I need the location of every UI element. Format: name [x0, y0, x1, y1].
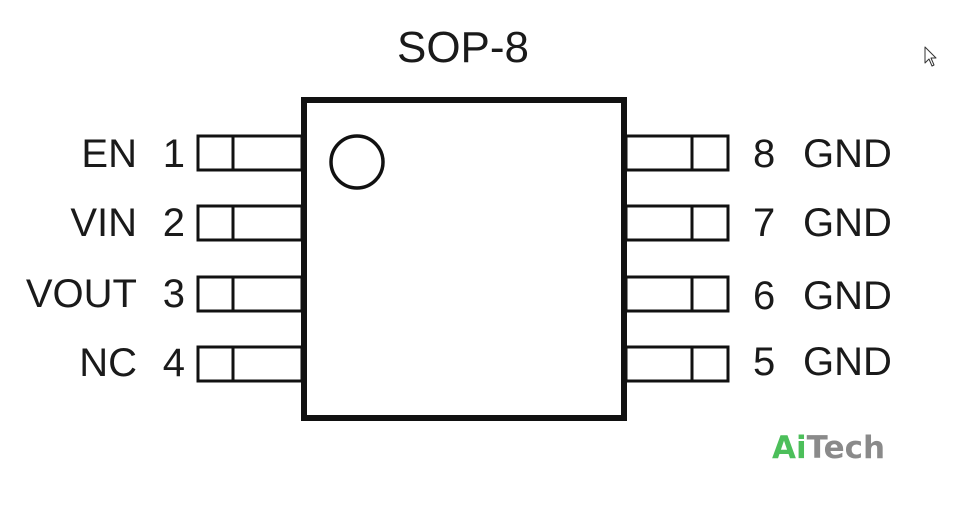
pin-5: 5 GND: [624, 340, 892, 384]
pin-name: GND: [803, 340, 892, 384]
pin-name: VOUT: [26, 272, 137, 316]
pin-number: 8: [753, 132, 775, 176]
pin-2: 2 VIN: [70, 201, 304, 245]
brand-logo: AiTech: [772, 430, 885, 466]
pin-lead: [196, 204, 304, 242]
pin-name: VIN: [70, 201, 137, 245]
package-body: [301, 97, 627, 421]
pin-lead: [624, 275, 730, 313]
brand-logo-part1: Ai: [772, 430, 807, 466]
pin-number: 3: [163, 272, 185, 316]
pin-lead: [624, 204, 730, 242]
pin-7: 7 GND: [624, 201, 892, 245]
pin-8: 8 GND: [624, 132, 892, 176]
pin-4: 4 NC: [79, 341, 304, 385]
pin-6: 6 GND: [624, 274, 892, 318]
left-pins: 1 EN 2 VIN 3 VOUT 4 NC: [26, 132, 304, 385]
pin-name: GND: [803, 274, 892, 318]
pin-name: NC: [79, 341, 137, 385]
right-pins: 8 GND 7 GND 6 GND 5 GND: [624, 132, 892, 384]
pin-lead: [196, 134, 304, 172]
pin-1: 1 EN: [81, 132, 304, 176]
mouse-pointer-icon: [924, 46, 937, 67]
pin-number: 5: [753, 340, 775, 384]
pin-number: 1: [163, 132, 185, 176]
pin-name: GND: [803, 132, 892, 176]
pin-number: 6: [753, 274, 775, 318]
pin1-marker-icon: [329, 134, 385, 190]
pin-name: GND: [803, 201, 892, 245]
pin-number: 4: [163, 341, 185, 385]
brand-logo-part2: Tech: [807, 430, 886, 466]
diagram-title: SOP-8: [397, 23, 529, 72]
pin-name: EN: [81, 132, 137, 176]
pin-3: 3 VOUT: [26, 272, 304, 316]
pin-lead: [624, 134, 730, 172]
pin-number: 7: [753, 201, 775, 245]
pin-lead: [624, 345, 730, 383]
pin-number: 2: [163, 201, 185, 245]
pin-lead: [196, 275, 304, 313]
pin-lead: [196, 345, 304, 383]
